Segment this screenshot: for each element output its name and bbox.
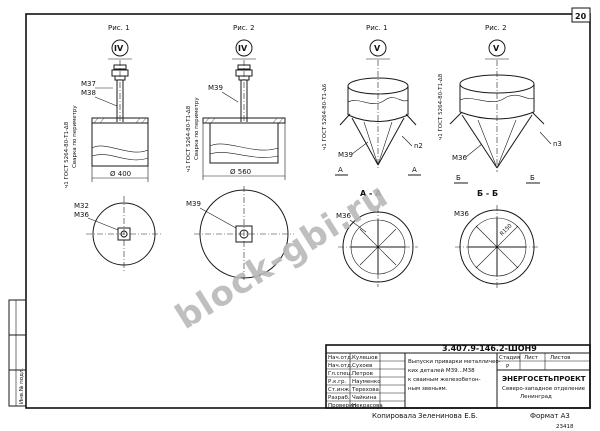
view-4-title: Рис. 2	[485, 24, 507, 32]
section-aa-mark-right: А	[412, 166, 417, 174]
staff-role-5: Разраб.	[328, 395, 350, 401]
section-bb-title: Б - Б	[477, 189, 498, 198]
side-stamp-label: Инв.№ подл.	[19, 368, 25, 404]
view-1-marker: IV	[114, 44, 124, 53]
staff-name-2: Петров	[352, 371, 373, 377]
view-2-marker: IV	[238, 44, 248, 53]
title-block: 3.407.9-146.2-ШОН9 Нач.отд. Кулешов Нач.…	[325, 344, 591, 409]
view-4-label-n3: n3	[553, 140, 562, 148]
view-4: Рис. 2 V M36 n3 ч1 ГОСТ 5264-80-Т1-Δ8 Б …	[438, 24, 562, 184]
view-2-marker-circle	[235, 39, 253, 57]
sheet-header: Лист	[524, 355, 539, 361]
plan-2: M39	[186, 186, 294, 282]
title-name-line-0: Выпуски приварки металличес-	[408, 359, 500, 365]
view-1: Рис. 1 IV Ø 400 M37 M38 ч1 ГОСТ 5264-80-…	[64, 24, 149, 188]
section-bb-mark-left: Б	[456, 174, 461, 182]
section-aa-title: А - А	[360, 189, 382, 198]
staff-name-3: Науменко	[352, 379, 381, 385]
org-line-0: ЭНЕРГОСЕТЬПРОЕКТ	[502, 375, 586, 383]
section-aa: А - А M36	[336, 189, 418, 287]
staff-role-0: Нач.отд.	[328, 355, 353, 361]
view-4-marker: V	[493, 44, 500, 53]
copier-name: Зеленинова Е.Б.	[418, 412, 478, 420]
section-aa-label-m36: M36	[336, 212, 351, 220]
format-label: Формат А3	[530, 412, 570, 420]
sheet-border	[25, 13, 591, 409]
section-bb: Б - Б R150 M36	[454, 189, 539, 289]
view-2-label-m39: M39	[208, 84, 223, 92]
copied-label: Копировала	[372, 412, 416, 420]
view-3-label-n2: n2	[414, 142, 423, 150]
view-2-title: Рис. 2	[233, 24, 255, 32]
view-4-marker-circle	[488, 39, 506, 57]
view-4-weld-note: ч1 ГОСТ 5264-80-Т1-Δ8	[438, 73, 444, 140]
view-1-label-m38: M38	[81, 89, 96, 97]
view-1-marker-circle	[111, 39, 129, 57]
staff-role-3: Р.к.гр.	[328, 379, 347, 385]
title-name-line-2: к сваиным железобетон-	[408, 377, 481, 383]
staff-role-4: Ст.инж.	[328, 387, 351, 393]
sheets-header: Листов	[550, 355, 571, 361]
view-2-weld-note: ч1 ГОСТ 5264-80-Т1-Δ8	[186, 105, 192, 172]
title-name-line-3: ным звеньям.	[408, 386, 448, 392]
view-4-label-m36: M36	[452, 154, 467, 162]
view-3: Рис. 1 V M39 n2 ч1 ГОСТ 5264-80-Т1-Δ6 А …	[322, 24, 423, 176]
view-1-dim: Ø 400	[110, 170, 131, 178]
view-2: Рис. 2 IV Ø 560 M39 ч1 ГОСТ 5264-80-Т1-Δ…	[186, 24, 286, 180]
staff-role-2: Гл.спец.	[328, 371, 352, 377]
section-aa-mark-left: А	[338, 166, 343, 174]
stage-value: Р	[506, 364, 510, 370]
view-2-dim: Ø 560	[230, 168, 251, 176]
title-name-line-1: ких деталей М39...М38	[408, 367, 475, 374]
staff-name-1: Сухоев	[352, 363, 372, 369]
view-3-marker: V	[374, 44, 381, 53]
watermark: block-gbi.ru	[169, 175, 396, 337]
view-3-title: Рис. 1	[366, 24, 388, 32]
section-bb-dim: R150	[499, 223, 514, 238]
plan-2-label-m39: M39	[186, 200, 201, 208]
plan-1-label-m32: M32	[74, 202, 89, 210]
page-number-box	[571, 7, 591, 23]
page-number: 20	[575, 12, 587, 21]
view-2-weld-note-2: Сварка по периметру	[194, 97, 200, 160]
org-line-2: Ленинград	[520, 394, 552, 400]
section-bb-mark-right: Б	[530, 174, 535, 182]
view-3-label-m39: M39	[338, 151, 353, 159]
plan-1-label-m36: M36	[74, 211, 89, 219]
view-1-title: Рис. 1	[108, 24, 130, 32]
side-stamp-strip	[8, 299, 27, 407]
view-1-weld-note-2: Сварка по периметру	[72, 105, 78, 168]
staff-name-6: Некрасова	[352, 403, 383, 409]
plan-1: M32 M36	[74, 196, 162, 272]
staff-role-6: Проверил	[328, 403, 357, 409]
section-bb-label-m36: M36	[454, 210, 469, 218]
staff-name-0: Кулешов	[352, 355, 378, 361]
view-3-marker-circle	[369, 39, 387, 57]
view-2-pipe	[209, 122, 279, 164]
document-number: 23418	[556, 424, 574, 430]
view-3-weld-note: ч1 ГОСТ 5264-80-Т1-Δ6	[322, 83, 328, 150]
staff-role-1: Нач.отд.	[328, 363, 353, 369]
title-block-code: 3.407.9-146.2-ШОН9	[442, 344, 537, 353]
staff-name-5: Чайкина	[352, 394, 377, 401]
stage-header: Стадия	[499, 355, 520, 361]
view-1-label-m37: M37	[81, 80, 96, 88]
view-1-pipe	[91, 122, 149, 167]
view-1-weld-note: ч1 ГОСТ 5264-80-Т1-Δ8	[64, 121, 70, 188]
staff-name-4: Терехова	[351, 387, 379, 393]
org-line-1: Северо-западное отделение	[502, 386, 586, 392]
